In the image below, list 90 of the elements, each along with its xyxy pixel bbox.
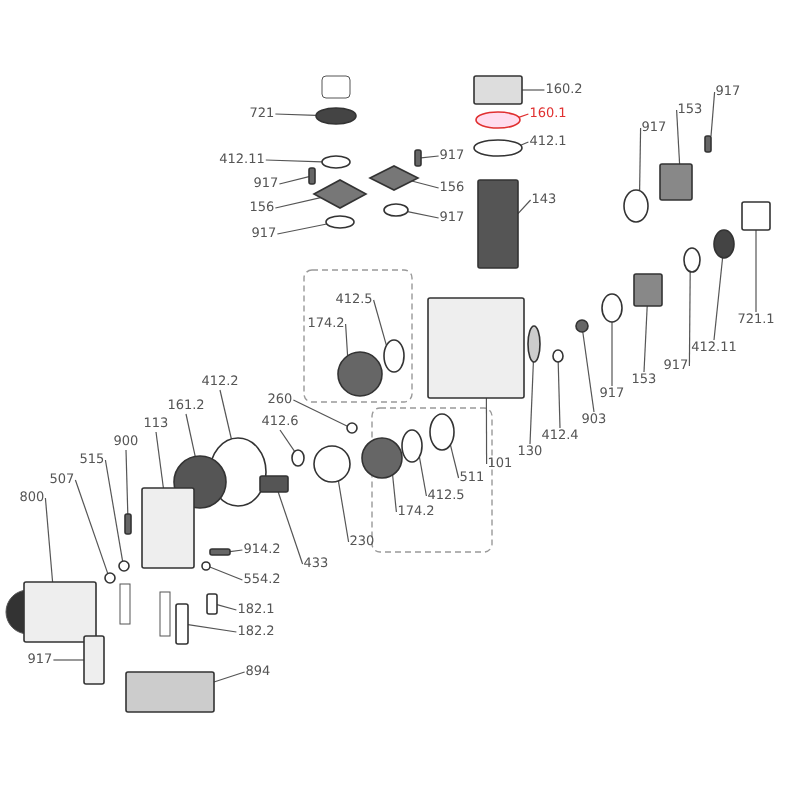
component-part: [633, 273, 663, 307]
leader-line: [74, 479, 109, 575]
leader-line: [639, 127, 642, 192]
component-part: [473, 75, 523, 105]
component-part: [704, 135, 712, 153]
component-part: [308, 167, 316, 185]
ring-part: [313, 445, 351, 483]
component-part: [125, 671, 215, 713]
ring-part: [383, 203, 409, 217]
leader-line: [213, 671, 246, 683]
leader-line: [265, 159, 323, 163]
ring-part: [383, 339, 405, 373]
leader-line: [520, 141, 529, 146]
ring-part: [683, 247, 701, 273]
ring-part: [473, 139, 523, 157]
component-part: [141, 487, 195, 569]
ring-part: [623, 189, 649, 223]
leader-line: [187, 624, 237, 633]
component-part: [175, 603, 189, 645]
leader-line: [185, 413, 196, 457]
leader-line: [277, 491, 304, 565]
ring-part: [361, 437, 403, 479]
leader-line: [529, 361, 534, 445]
leader-line: [485, 397, 488, 465]
ring-part: [118, 560, 130, 572]
component-part: [741, 201, 771, 231]
ring-part: [346, 422, 358, 434]
leader-line: [713, 257, 724, 341]
component-part: [427, 297, 525, 399]
ring-part: [325, 215, 355, 229]
leader-line: [216, 604, 237, 611]
leader-line: [643, 305, 648, 373]
leader-line: [125, 449, 129, 515]
flange-part: [368, 165, 420, 191]
component-part: [659, 163, 693, 201]
ring-part: [201, 561, 211, 571]
leader-line: [279, 429, 296, 452]
ring-part: [401, 429, 423, 463]
component-part: [477, 179, 519, 269]
ring-part: [104, 572, 116, 584]
ring-part: [291, 449, 305, 467]
ring-part: [315, 107, 357, 125]
leader-line: [557, 361, 561, 429]
ring-part: [575, 319, 589, 333]
leader-line: [755, 229, 757, 313]
component-part: [209, 548, 231, 556]
component-part: [206, 593, 218, 615]
leader-line: [449, 444, 460, 479]
leader-line: [420, 155, 440, 159]
leader-line: [521, 89, 545, 91]
leader-line: [209, 566, 243, 581]
leader-line: [611, 321, 613, 387]
leader-line: [274, 113, 317, 116]
flange-part: [312, 179, 368, 209]
leader-line: [518, 113, 529, 118]
component-part: [259, 475, 289, 493]
ring-part: [713, 229, 735, 259]
ring-part: [429, 413, 455, 451]
leader-line: [155, 431, 164, 489]
leader-line: [688, 271, 691, 367]
ring-part: [527, 325, 541, 363]
leader-line: [229, 549, 243, 553]
component-part: [414, 149, 422, 167]
leader-line: [407, 211, 440, 219]
component-part: [23, 581, 97, 643]
leader-line: [373, 299, 387, 346]
leader-line: [44, 497, 54, 583]
leader-line: [219, 389, 232, 440]
ring-part: [321, 155, 351, 169]
leader-line: [337, 480, 350, 543]
leader-line: [278, 176, 310, 185]
component-part: [83, 635, 105, 685]
leader-line: [517, 199, 532, 215]
leader-line: [276, 223, 328, 235]
leader-line: [52, 659, 85, 661]
component-part: [124, 513, 132, 535]
leader-line: [345, 323, 349, 357]
ring-part: [601, 293, 623, 323]
leader-line: [292, 399, 348, 427]
leader-line: [104, 459, 124, 562]
ring-part: [337, 351, 383, 397]
ring-part: [552, 349, 564, 363]
leader-line: [676, 109, 681, 165]
leader-line: [392, 474, 397, 513]
leader-line: [411, 180, 440, 189]
leader-line: [710, 91, 716, 137]
leader-line: [582, 331, 595, 413]
ring-part: [475, 111, 521, 129]
leader-line: [274, 197, 322, 209]
leader-line: [418, 456, 427, 497]
